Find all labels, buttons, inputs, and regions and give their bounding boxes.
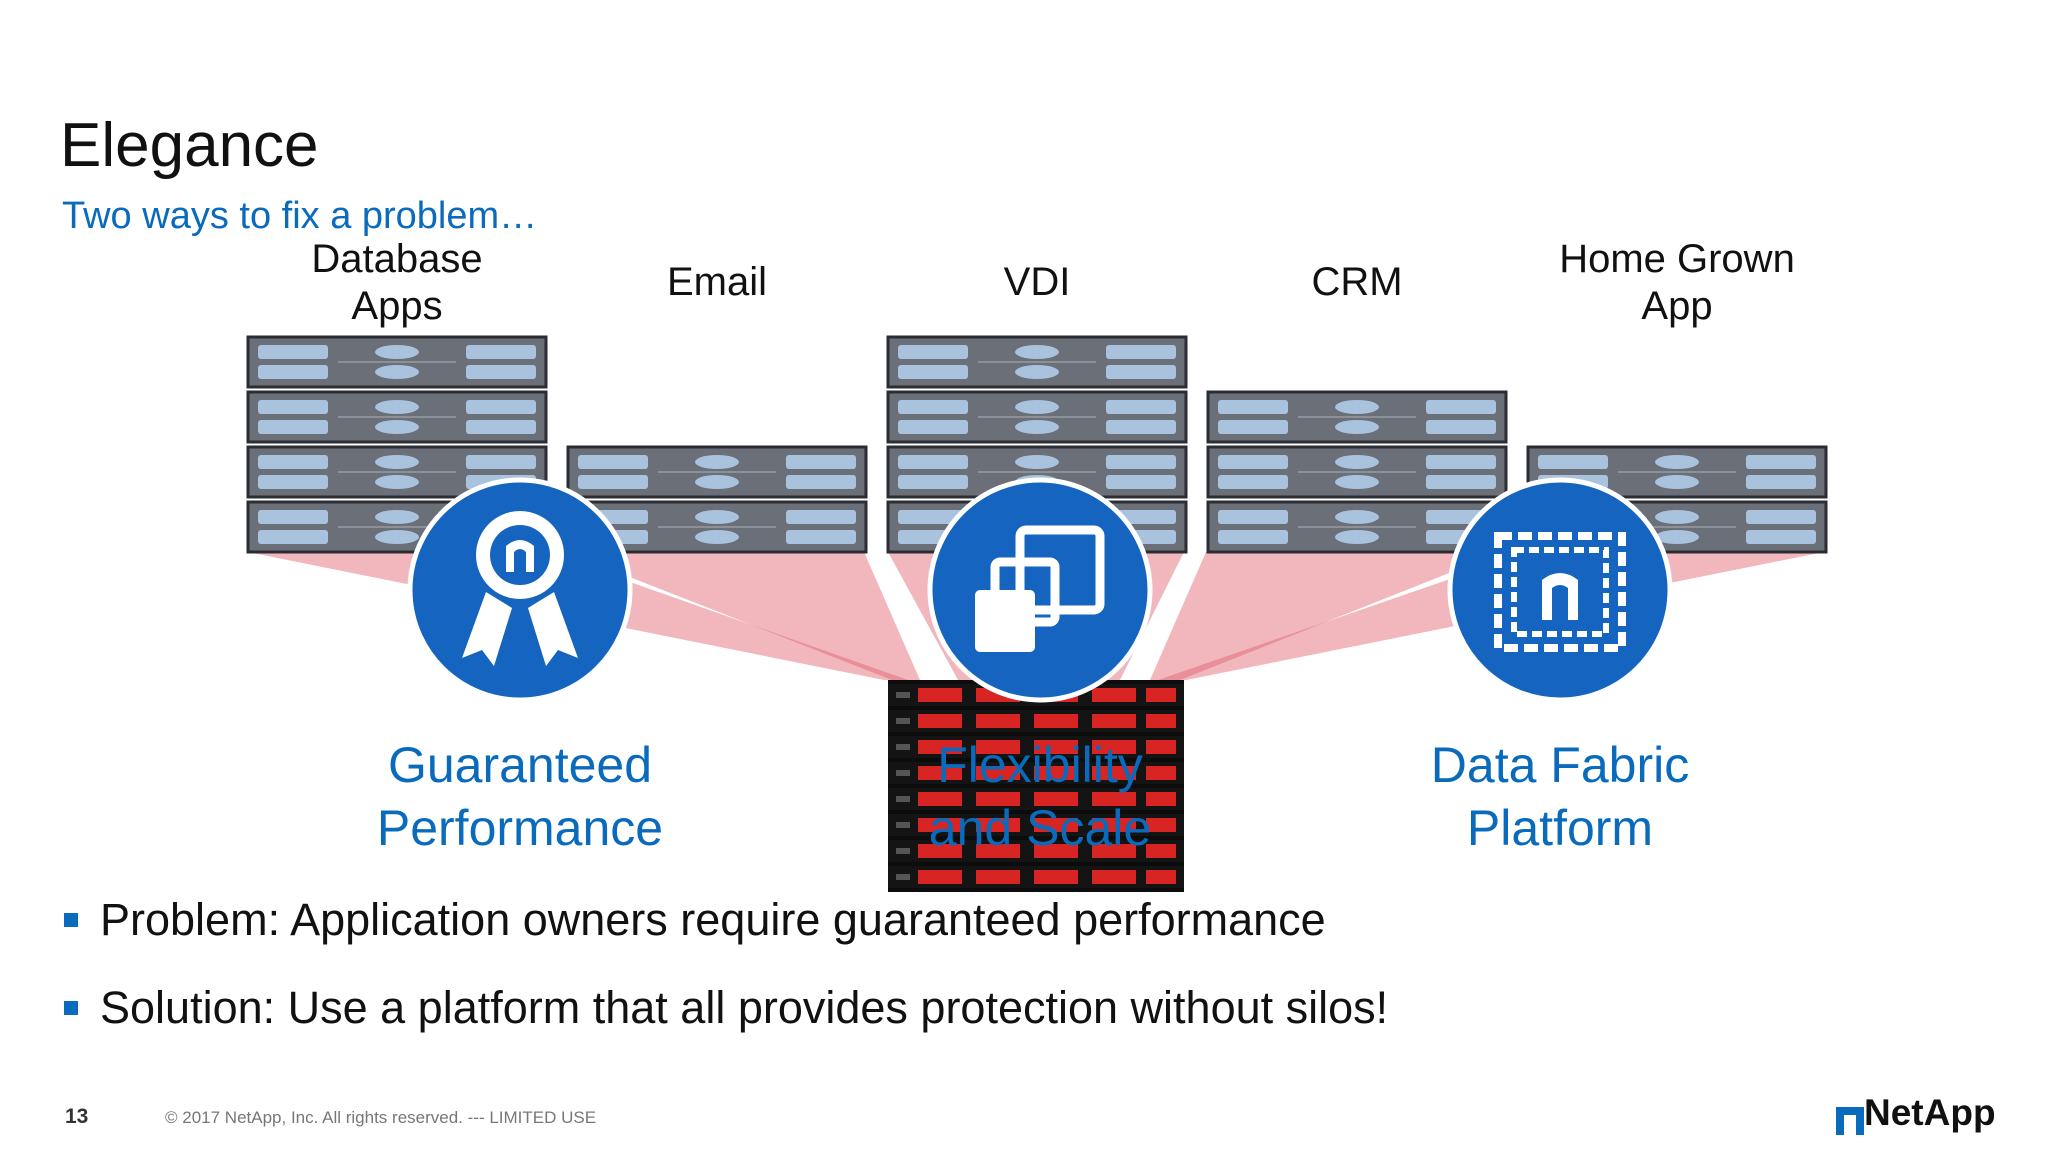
data-fabric-icon: [1447, 477, 1673, 703]
netapp-logo: NetApp: [1822, 1092, 1996, 1134]
bullet-problem: Problem: Application owners require guar…: [64, 894, 1326, 946]
slide-subtitle: Two ways to fix a problem…: [62, 195, 538, 237]
app-label-email: Email: [568, 259, 866, 306]
app-label-homegrown: Home Grown App: [1528, 236, 1826, 330]
feature-line1: Data Fabric: [1430, 737, 1690, 793]
bullet-solution: Solution: Use a platform that all provid…: [64, 982, 1388, 1034]
app-label-line2: App: [1641, 284, 1713, 328]
feature-line1: Flexibility: [937, 737, 1143, 793]
app-label-line1: CRM: [1311, 260, 1403, 304]
app-label-crm: CRM: [1208, 259, 1506, 306]
feature-line2: and Scale: [928, 800, 1152, 856]
award-ribbon-icon: [407, 477, 633, 703]
slide-number: 13: [65, 1105, 89, 1128]
feature-flexibility-scale: Flexibility and Scale: [850, 734, 1230, 860]
bullet-square-icon: [64, 913, 78, 927]
app-label-line1: Home Grown: [1559, 237, 1795, 281]
app-label-line1: Email: [666, 260, 768, 304]
feature-line2: Performance: [376, 800, 664, 856]
feature-line1: Guaranteed: [387, 737, 653, 793]
feature-guaranteed-performance: Guaranteed Performance: [330, 734, 710, 860]
app-label-vdi: VDI: [888, 259, 1186, 306]
netapp-logo-mark: [1836, 1107, 1864, 1135]
bullet-square-icon: [64, 1001, 78, 1015]
fan-email: [566, 552, 920, 680]
app-label-line1: Database: [311, 237, 483, 281]
app-label-database: Database Apps: [248, 236, 546, 330]
slide-title: Elegance: [60, 111, 319, 180]
copy-windows-icon: [927, 477, 1153, 703]
feature-data-fabric: Data Fabric Platform: [1370, 734, 1750, 860]
logo-wordmark: NetApp: [1864, 1092, 1996, 1133]
server-stack-crm: [1206, 390, 1508, 554]
feature-line2: Platform: [1466, 800, 1654, 856]
bullet-text: Problem: Application owners require guar…: [100, 894, 1326, 945]
fan-crm: [1150, 552, 1502, 680]
copyright-notice: © 2017 NetApp, Inc. All rights reserved.…: [165, 1108, 597, 1127]
storage-array: [888, 680, 1184, 892]
app-label-line2: Apps: [351, 284, 443, 328]
app-label-line1: VDI: [1003, 260, 1071, 304]
bullet-text: Solution: Use a platform that all provid…: [100, 982, 1389, 1033]
